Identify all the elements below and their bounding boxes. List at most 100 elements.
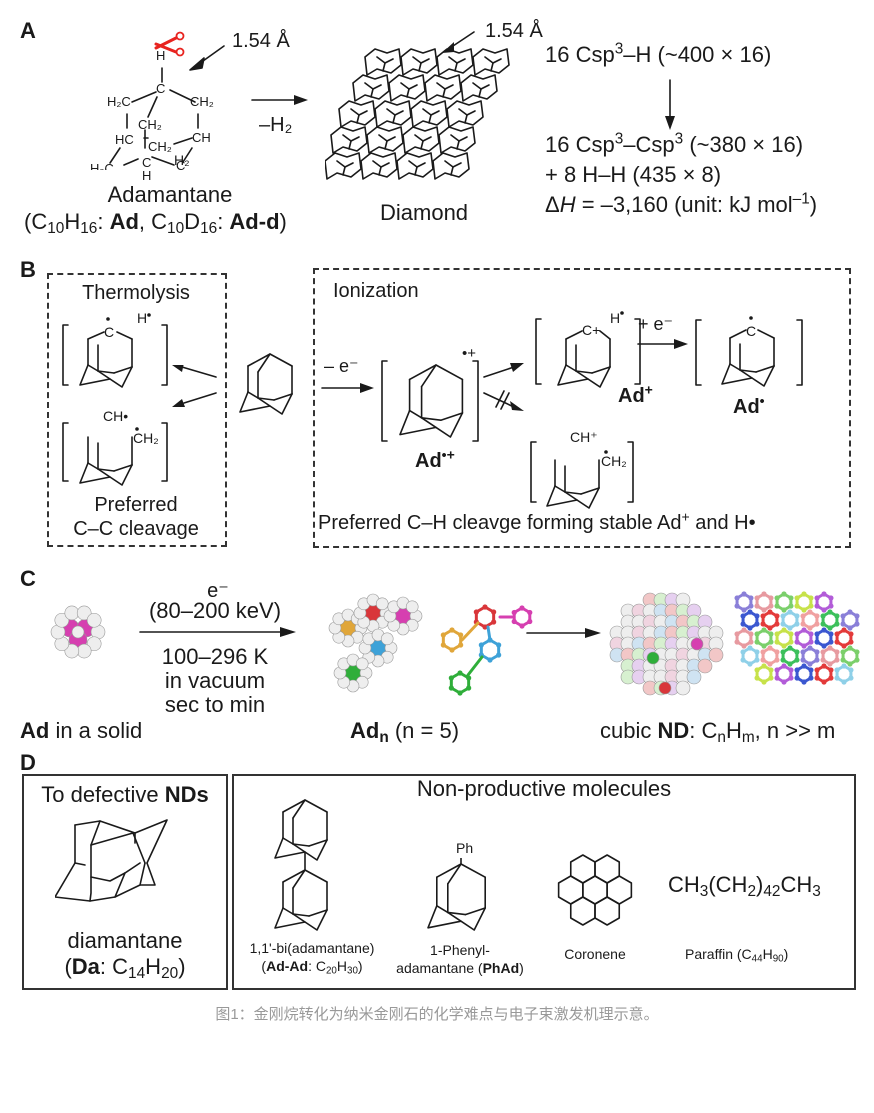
lattice-cell bbox=[460, 74, 498, 102]
atom-sphere bbox=[708, 647, 724, 663]
atom-sphere bbox=[71, 625, 85, 639]
bracket bbox=[695, 319, 702, 386]
energy-reactant: 16 Csp3–H (~400 × 16) bbox=[545, 40, 772, 67]
atom-ball bbox=[828, 631, 834, 637]
atom-ball bbox=[482, 604, 488, 610]
atom-ball bbox=[814, 595, 820, 601]
bond bbox=[446, 911, 467, 916]
lattice-bond bbox=[414, 166, 418, 176]
bond bbox=[90, 832, 146, 864]
diamantane-formula: (Da: C14H20) bbox=[64, 954, 186, 982]
atom-ball bbox=[828, 667, 834, 673]
lattice-bond bbox=[444, 160, 462, 168]
atom-ball bbox=[820, 657, 826, 663]
atom-ball bbox=[794, 595, 800, 601]
atom-ball bbox=[794, 639, 800, 645]
reaction-arrow bbox=[251, 95, 308, 105]
atom-ball bbox=[814, 621, 820, 627]
atom-ball bbox=[478, 642, 484, 648]
environment-label: in vacuum bbox=[164, 668, 266, 693]
panel-label-d: D bbox=[20, 750, 36, 775]
atom-ball bbox=[788, 631, 794, 637]
atom-ball bbox=[814, 675, 820, 681]
bond bbox=[565, 330, 583, 340]
bond bbox=[420, 416, 442, 421]
atom-ball bbox=[761, 591, 767, 597]
atom-ball bbox=[768, 631, 774, 637]
ionization-box bbox=[313, 268, 851, 548]
lattice-bond bbox=[484, 56, 502, 64]
diamantane-name: diamantane bbox=[67, 928, 183, 953]
atom-ball bbox=[801, 663, 807, 669]
atom-ball bbox=[754, 631, 760, 637]
lattice-bond bbox=[336, 160, 354, 168]
bracket bbox=[381, 360, 388, 442]
lattice-cell bbox=[446, 100, 484, 128]
atom-ball bbox=[761, 679, 767, 685]
atom-ball bbox=[740, 621, 746, 627]
atom-h2c: H₂C bbox=[107, 94, 131, 109]
atom-ball bbox=[840, 657, 846, 663]
atom-ball bbox=[740, 657, 746, 663]
atom-ball bbox=[754, 649, 760, 655]
bond-stick bbox=[512, 606, 532, 628]
lattice-bond bbox=[406, 88, 410, 98]
atom-ball bbox=[854, 621, 860, 627]
bond bbox=[564, 491, 578, 501]
atom-ball bbox=[788, 595, 794, 601]
atom-ball bbox=[788, 667, 794, 673]
atom-ball bbox=[768, 667, 774, 673]
atom-ball bbox=[848, 667, 854, 673]
radical-dot bbox=[749, 316, 753, 320]
atom-ball bbox=[848, 675, 854, 681]
phenyladamantane-name-2: adamantane (PhAd) bbox=[396, 960, 524, 976]
atom-ball bbox=[827, 609, 833, 615]
reaction-condition: –H₂ bbox=[259, 114, 293, 136]
bond-stick bbox=[449, 671, 471, 695]
bond bbox=[446, 911, 462, 923]
atom-ball bbox=[840, 613, 846, 619]
atom-ball bbox=[821, 643, 827, 649]
atom-ball bbox=[827, 625, 833, 631]
atom-ball bbox=[449, 647, 455, 653]
lattice-cell bbox=[338, 100, 376, 128]
atom-ball bbox=[774, 613, 780, 619]
atom-ball bbox=[847, 645, 853, 651]
lattice-cell bbox=[402, 126, 440, 154]
lattice-bond bbox=[490, 62, 494, 72]
ring-opened-diradical-structure: CH•CH₂ bbox=[62, 408, 168, 486]
atom-sphere bbox=[355, 657, 369, 671]
atom-ball bbox=[440, 642, 446, 648]
bracket bbox=[62, 422, 69, 482]
adamantane-formula: (C10H16: Ad, C10D16: Ad-d) bbox=[24, 209, 287, 237]
atom-ball bbox=[466, 675, 472, 681]
lattice-bond bbox=[478, 88, 482, 98]
adn-ball-stick-model bbox=[440, 604, 533, 696]
bond bbox=[151, 156, 175, 166]
atom-ball bbox=[780, 613, 786, 619]
atom-ball bbox=[787, 609, 793, 615]
lattice-bond bbox=[472, 82, 490, 90]
atom-ball bbox=[801, 627, 807, 633]
atom-ball bbox=[767, 645, 773, 651]
atom-ball bbox=[854, 657, 860, 663]
adamantyl-radical-structure: CH bbox=[62, 310, 168, 388]
lattice-cell bbox=[438, 126, 476, 154]
nanodiamond-ball-stick-model bbox=[734, 591, 860, 685]
bond bbox=[464, 907, 486, 916]
lattice-cell bbox=[360, 152, 398, 180]
bond bbox=[591, 366, 611, 374]
bond-stick bbox=[441, 628, 463, 652]
bond bbox=[292, 799, 306, 819]
atom-ball bbox=[748, 639, 754, 645]
atom-ball bbox=[787, 625, 793, 631]
atom-ball bbox=[801, 643, 807, 649]
atom-ball bbox=[808, 639, 814, 645]
atom-ball bbox=[808, 595, 814, 601]
atom-ball bbox=[808, 667, 814, 673]
atom-ball bbox=[821, 607, 827, 613]
atom-ball bbox=[794, 657, 800, 663]
lattice-bond bbox=[376, 56, 394, 64]
atom-ball bbox=[457, 690, 463, 696]
atom-ball bbox=[748, 595, 754, 601]
